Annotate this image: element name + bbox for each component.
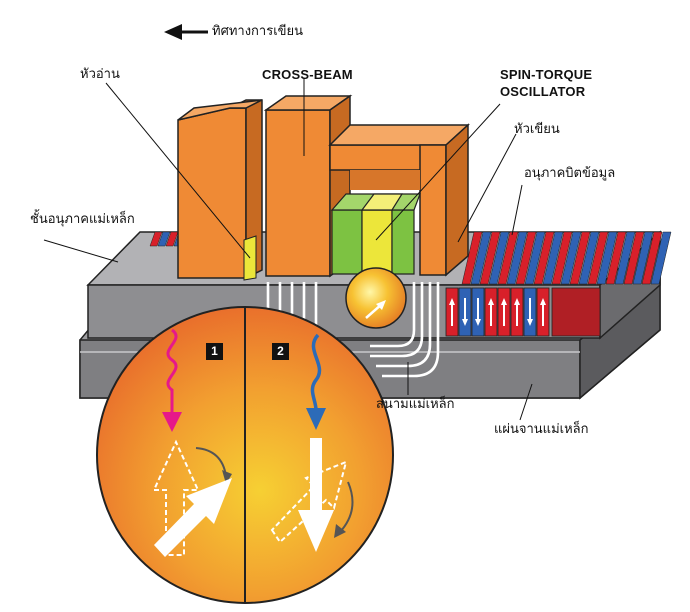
bit-stripe bbox=[497, 231, 519, 285]
down-arrow-icon bbox=[298, 438, 334, 552]
bit-stripe-left bbox=[157, 231, 171, 247]
bit-stripe bbox=[569, 231, 591, 285]
magnetic-field-lines bbox=[266, 282, 440, 378]
data-bits-label: อนุภาคบิตข้อมูล bbox=[524, 166, 616, 181]
writing-direction-arrow-icon bbox=[164, 24, 208, 40]
panel-1-badge: 1 bbox=[206, 343, 223, 360]
read-head bbox=[177, 99, 263, 281]
bit-stripe-left bbox=[149, 231, 163, 247]
spin-torque-oscillator bbox=[330, 193, 421, 275]
sto-label-line2: OSCILLATOR bbox=[500, 84, 586, 99]
leader-lines bbox=[43, 78, 533, 421]
bit-stripe bbox=[605, 231, 627, 285]
bit-stripe bbox=[587, 231, 609, 285]
arrow-up-icon bbox=[449, 298, 455, 326]
bit-stripe bbox=[578, 231, 600, 285]
bit-stripe bbox=[542, 231, 564, 285]
arrow-down-icon bbox=[527, 298, 533, 326]
arrow-up-icon bbox=[488, 298, 494, 326]
bit-stripe bbox=[614, 231, 636, 285]
blue-arrowhead-icon bbox=[306, 408, 326, 430]
tilted-arrow-icon bbox=[154, 478, 232, 557]
sto-label-line1: SPIN-TORQUE bbox=[500, 67, 593, 82]
data-bits bbox=[445, 287, 601, 337]
read-head-label: หัวอ่าน bbox=[80, 67, 120, 82]
bit-stripe bbox=[479, 231, 501, 285]
bit-stripe bbox=[596, 231, 618, 285]
bit-stripe bbox=[533, 231, 555, 285]
panel-2-badge: 2 bbox=[272, 343, 289, 360]
pink-arrowhead-icon bbox=[162, 412, 182, 432]
bit-stripe bbox=[551, 231, 573, 285]
write-head-label: หัวเขียน bbox=[514, 122, 560, 137]
arrow-up-icon bbox=[540, 298, 546, 326]
writing-direction-label: ทิศทางการเขียน bbox=[212, 24, 304, 39]
arrow-up-icon bbox=[501, 298, 507, 326]
bit-stripe bbox=[515, 231, 537, 285]
bit-stripe bbox=[470, 231, 492, 285]
pink-wave-icon bbox=[166, 328, 178, 420]
arrow-down-icon bbox=[462, 298, 468, 326]
bit-stripe bbox=[488, 231, 510, 285]
data-bit-block bbox=[551, 287, 601, 337]
bit-stripe bbox=[524, 231, 546, 285]
arrow-down-icon bbox=[475, 298, 481, 326]
cross-beam-label: CROSS-BEAM bbox=[262, 67, 353, 82]
bit-stripe bbox=[650, 231, 672, 285]
magnetic-field-label: สนามแม่เหล็ก bbox=[376, 397, 455, 412]
inset-circle bbox=[96, 306, 394, 604]
platter-label: แผ่นจานแม่เหล็ก bbox=[494, 422, 589, 437]
bit-stripe bbox=[632, 231, 654, 285]
bit-stripe bbox=[641, 231, 663, 285]
dashed-tilted-arrow-icon bbox=[270, 460, 348, 544]
blue-wave-icon bbox=[310, 333, 322, 411]
bit-stripe bbox=[506, 231, 528, 285]
oscillator-ball bbox=[345, 267, 407, 329]
magnetic-layer-label: ชั้นอนุภาคแม่เหล็ก bbox=[30, 212, 135, 227]
bit-stripe bbox=[560, 231, 582, 285]
rotation-arc-2-icon bbox=[339, 481, 354, 533]
bit-stripe bbox=[623, 231, 645, 285]
arrow-up-icon bbox=[514, 298, 520, 326]
dashed-arrow-icon bbox=[152, 439, 200, 556]
write-head bbox=[328, 123, 470, 277]
bit-stripe bbox=[461, 231, 483, 285]
